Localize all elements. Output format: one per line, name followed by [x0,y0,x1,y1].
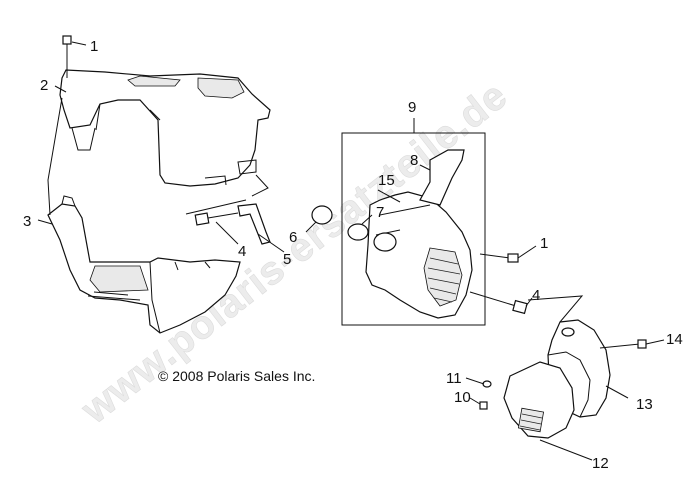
callout-13: 13 [636,396,653,413]
nut [479,401,488,410]
callout-10: 10 [454,389,471,406]
bolt-right-lower [469,291,528,315]
copyright-text: © 2008 Polaris Sales Inc. [158,368,315,384]
callout-14: 14 [666,331,683,348]
callout-11: 11 [446,370,462,387]
callout-1-top-left: 1 [90,38,98,55]
seal-upper [347,223,369,241]
grille-plate [503,361,575,439]
callout-8: 8 [410,152,418,169]
fan-housing [365,191,473,319]
seal-lower [373,232,397,252]
plug [311,205,333,225]
callout-12: 12 [592,455,609,472]
screw-14 [599,339,647,349]
callout-2: 2 [40,77,48,94]
washer [482,380,492,388]
bolt-right-upper [479,253,519,263]
callout-9: 9 [408,99,416,116]
callout-6: 6 [289,229,297,246]
bolt-top-left [62,35,72,78]
callout-1-right: 1 [540,235,548,252]
lower-shroud [47,195,241,334]
callout-7: 7 [376,204,384,221]
callout-3: 3 [23,213,31,230]
callout-4-right: 4 [532,287,540,304]
leader-lines [37,41,665,461]
callout-15: 15 [378,172,395,189]
callout-5: 5 [283,251,291,268]
bolt-and-bracket [194,203,271,245]
air-duct [419,149,465,206]
upper-shroud [59,69,271,187]
callout-4-left: 4 [238,243,246,260]
